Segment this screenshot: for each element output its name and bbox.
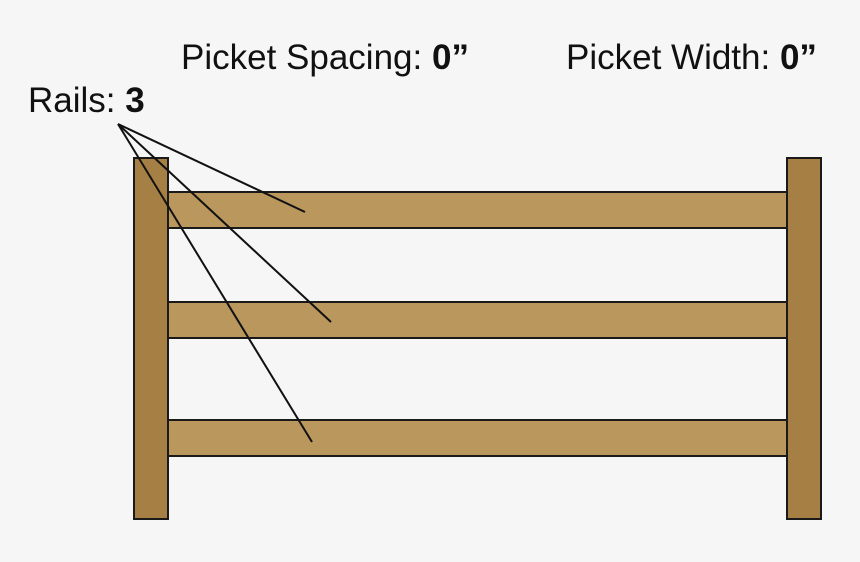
picket-width-text: Picket Width:: [566, 38, 771, 77]
rails-leader-line-middle: [117, 123, 332, 323]
rails-label: Rails: 3: [28, 83, 145, 118]
rails-value: 3: [125, 81, 145, 120]
rail-bottom: [167, 419, 788, 457]
picket-spacing-value: 0”: [431, 38, 469, 77]
rail-top: [167, 191, 788, 229]
rails-text: Rails:: [28, 81, 116, 120]
rails-leader-line-bottom: [117, 123, 313, 443]
picket-width-value: 0”: [779, 38, 817, 77]
right-post: [786, 157, 822, 520]
left-post: [133, 157, 169, 520]
rails-leader-line-top: [117, 123, 306, 213]
picket-width-label: Picket Width: 0”: [566, 40, 817, 75]
picket-spacing-label: Picket Spacing: 0”: [181, 40, 469, 75]
rail-middle: [167, 301, 788, 339]
picket-spacing-text: Picket Spacing:: [181, 38, 423, 77]
